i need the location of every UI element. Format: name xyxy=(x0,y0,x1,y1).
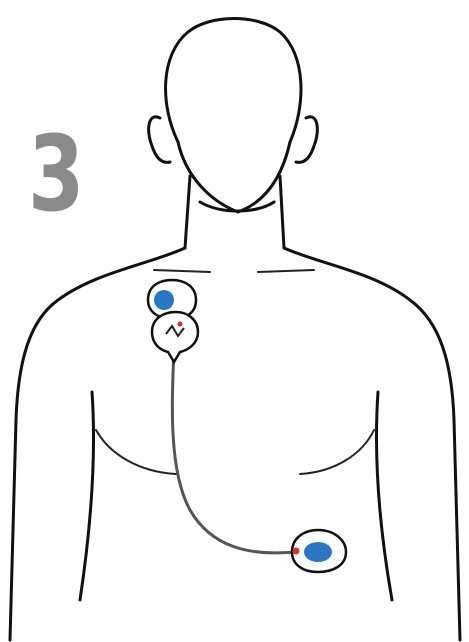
left-ear xyxy=(149,117,170,163)
upper-electrode-gel-icon xyxy=(154,290,174,310)
sensor-unit xyxy=(152,312,198,362)
right-shoulder xyxy=(284,248,460,640)
left-pectoral xyxy=(96,430,176,474)
lower-electrode-gel-icon xyxy=(304,542,332,562)
right-arm-inner xyxy=(377,392,392,600)
head xyxy=(149,19,318,213)
sensor-unit-dot-icon xyxy=(178,322,183,327)
left-clavicle xyxy=(154,270,210,272)
sensor-unit-body xyxy=(152,312,198,362)
right-pectoral xyxy=(300,430,374,474)
jawline xyxy=(200,202,274,211)
neck-left xyxy=(185,176,190,248)
lower-electrode-connector-icon xyxy=(293,548,300,555)
torso xyxy=(10,176,460,640)
right-clavicle xyxy=(258,270,314,272)
neck-right xyxy=(280,176,284,248)
right-ear xyxy=(296,117,317,163)
lead-wire xyxy=(172,348,296,553)
left-arm-inner xyxy=(80,392,94,600)
lower-electrode xyxy=(292,530,346,572)
